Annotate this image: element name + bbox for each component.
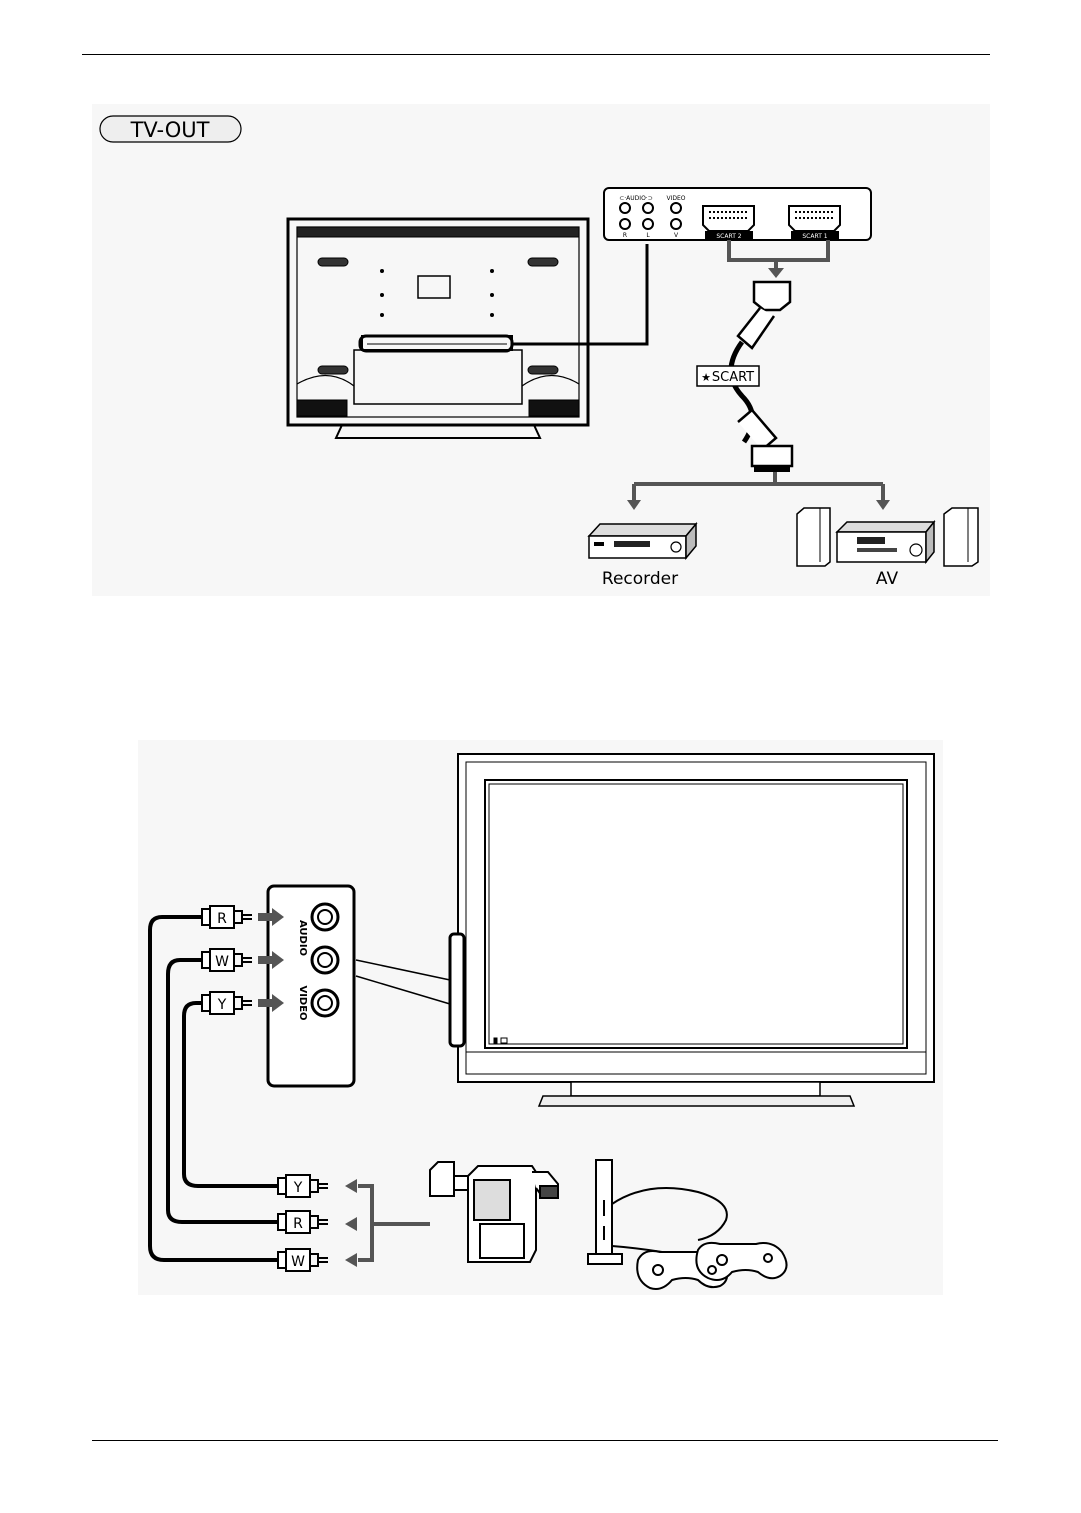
plug-y-bottom-label: Y (293, 1180, 303, 1196)
panel-audio-label: ⊂·AUDIO·⊃ (619, 195, 652, 202)
plug-w-top-label: W (215, 954, 229, 970)
tv-out-badge: TV-OUT (100, 116, 241, 142)
scart2-label: SCART 2 (716, 233, 741, 240)
av-label: AV (876, 569, 899, 589)
connection-panel: ⊂·AUDIO·⊃ VIDEO R L V SCART 2 SCART 1 (604, 188, 871, 240)
scart2-socket: SCART 2 (703, 206, 754, 240)
scart-cable-label: ★ SCART (697, 366, 759, 386)
scart-diagram: TV-OUT ⊂·AUDIO·⊃ VIDEO R (92, 104, 990, 596)
side-audio-label: AUDIO (297, 920, 308, 956)
tv-out-badge-label: TV-OUT (130, 118, 210, 142)
top-rule (82, 54, 990, 55)
av-input-diagram: AUDIO VIDEO R W Y (138, 740, 943, 1295)
scart-cable-mark: ★ (701, 371, 711, 384)
jack-letter-r: R (623, 232, 627, 239)
scart1-label: SCART 1 (802, 233, 827, 240)
plug-r-bottom-label: R (293, 1216, 303, 1232)
scart1-socket: SCART 1 (789, 206, 840, 240)
plug-y-top-label: Y (217, 997, 227, 1013)
tv-front-view (450, 754, 934, 1106)
side-video-label: VIDEO (297, 985, 308, 1020)
panel-video-label: VIDEO (666, 195, 685, 202)
bottom-rule (92, 1440, 998, 1441)
scart-cable-text: SCART (712, 370, 754, 385)
plug-r-top-label: R (217, 911, 227, 927)
plug-w-bottom-label: W (291, 1254, 305, 1270)
recorder-label: Recorder (602, 569, 678, 589)
